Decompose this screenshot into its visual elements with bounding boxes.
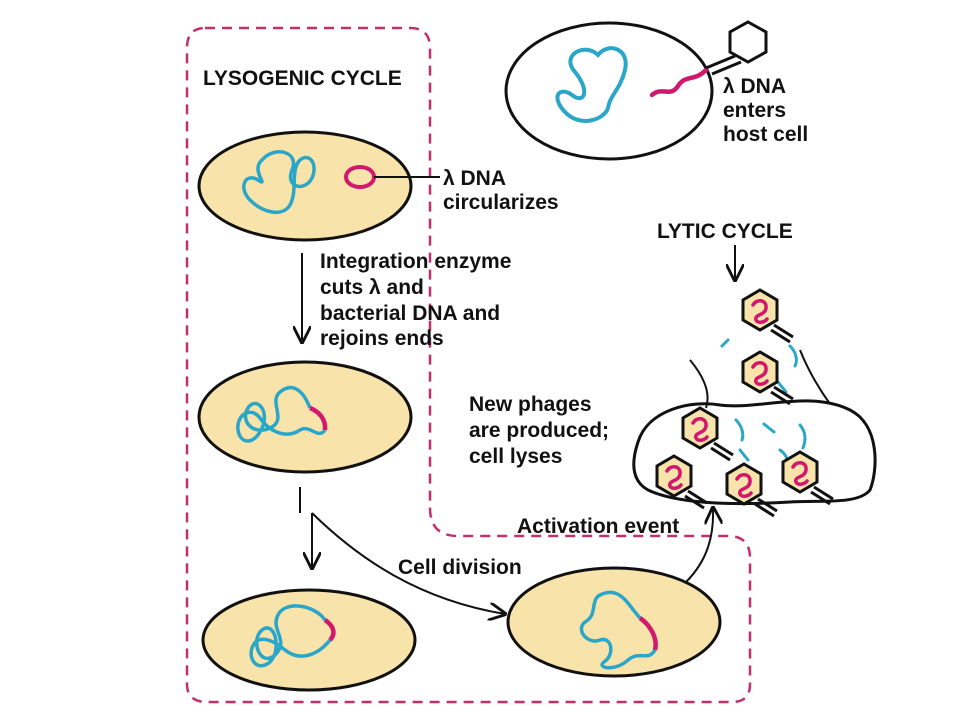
daughter-cell-left xyxy=(201,588,417,692)
prophage-dna xyxy=(323,618,336,642)
daughter-cell-right xyxy=(506,566,722,678)
cell-wall-fragment xyxy=(799,349,831,405)
integrated-cell xyxy=(197,360,413,474)
phage-icon xyxy=(741,350,795,406)
arrow-icon xyxy=(311,512,505,614)
circularized-cell xyxy=(197,130,440,242)
bacterial-dna xyxy=(579,590,657,670)
circularizes-label: λ DNA circularizes xyxy=(443,167,559,214)
lysogenic-cycle-title: LYSOGENIC CYCLE xyxy=(203,67,402,90)
lytic-cycle-title: LYTIC CYCLE xyxy=(657,220,793,243)
prophage-dna xyxy=(638,616,658,651)
injecting-phage xyxy=(705,20,768,76)
new-phages-label: New phages are produced; cell lyses xyxy=(469,393,615,468)
infected-cell xyxy=(504,20,768,161)
bacterial-dna xyxy=(236,385,327,443)
cell-wall-fragment xyxy=(689,359,709,409)
phage-dna-entering xyxy=(649,67,709,98)
integration-label: Integration enzyme cuts λ and bacterial … xyxy=(320,250,517,350)
bacterial-dna xyxy=(242,150,316,215)
arrow-icon xyxy=(685,508,713,583)
prophage-dna xyxy=(309,405,328,431)
activation-label: Activation event xyxy=(517,515,679,538)
cell-division-label: Cell division xyxy=(398,556,522,579)
phage-icon xyxy=(741,288,795,344)
enters-label: λ DNA enters host cell xyxy=(723,75,808,146)
bacterial-dna xyxy=(249,604,332,668)
bacterial-dna xyxy=(555,46,628,123)
lysogenic-boundary xyxy=(185,26,752,704)
